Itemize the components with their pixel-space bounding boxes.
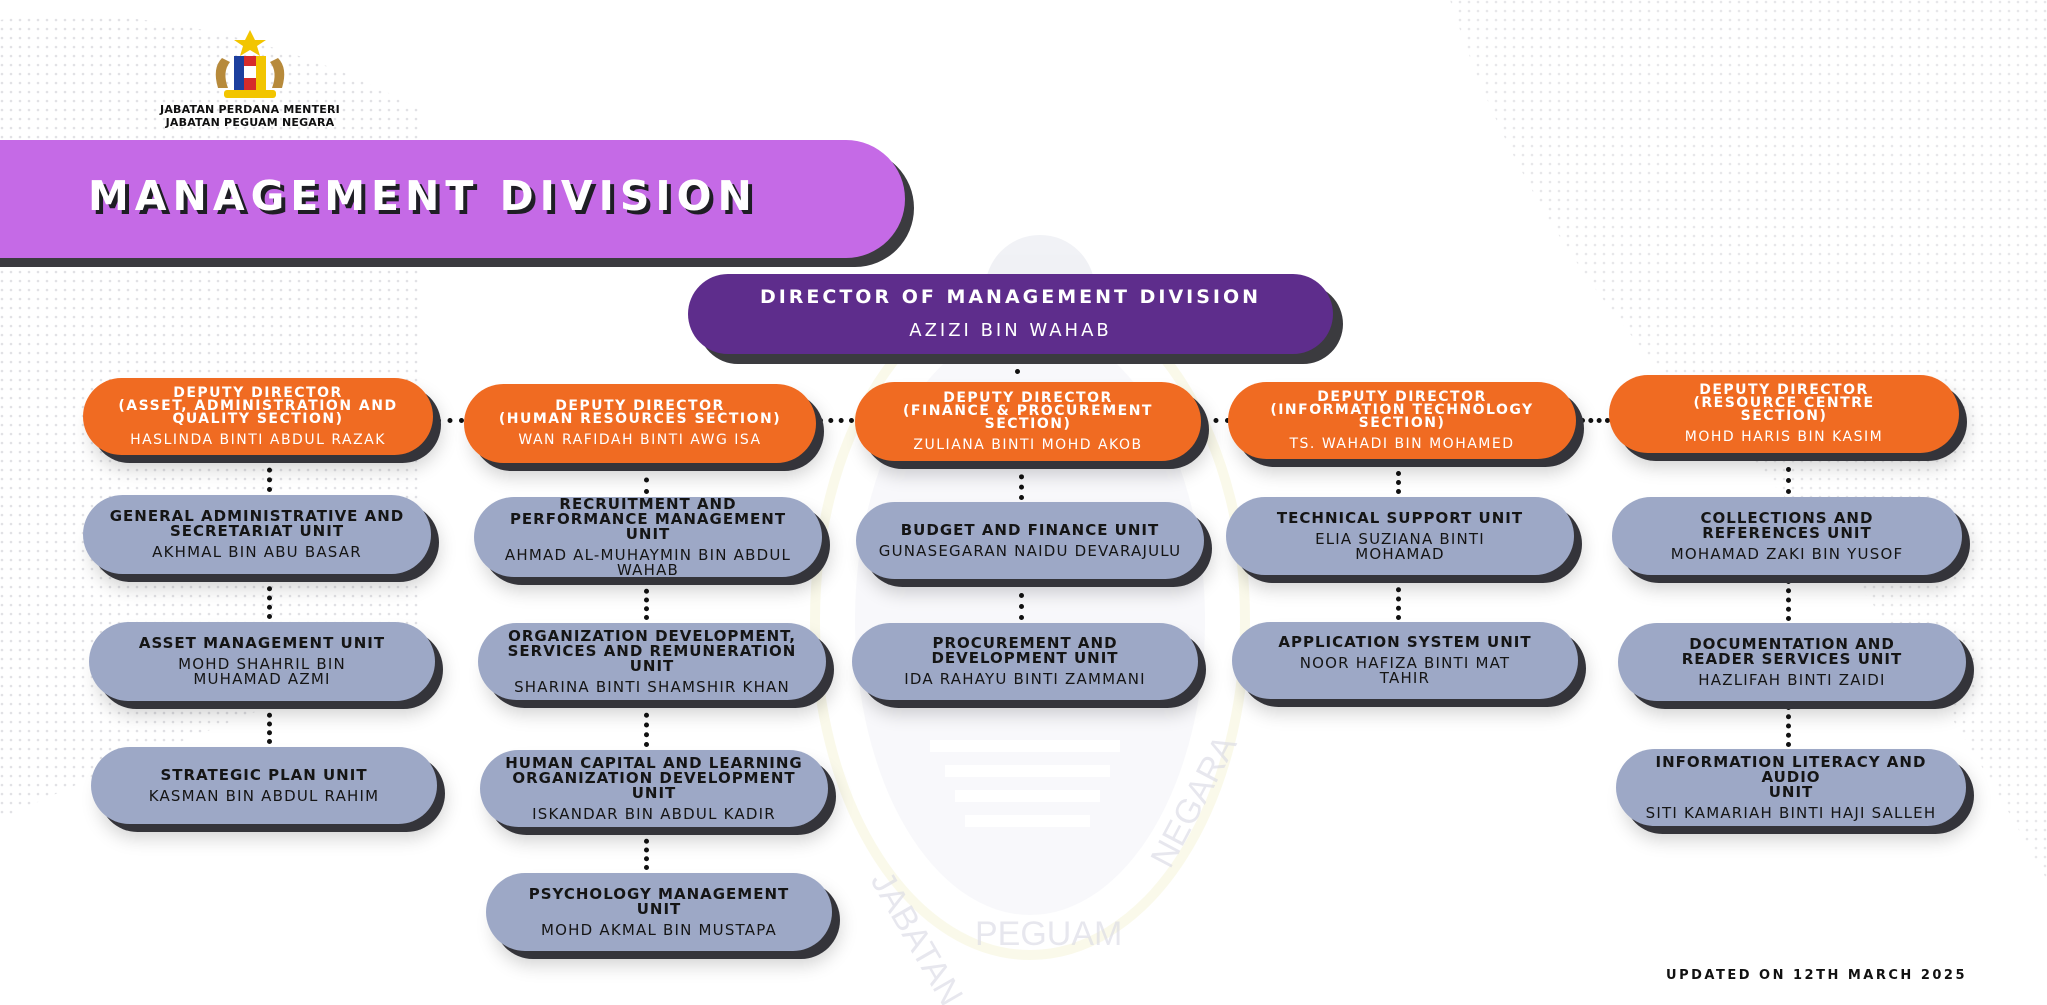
connector-col1-2 (267, 577, 272, 619)
deputy-title: DEPUTY DIRECTOR (INFORMATION TECHNOLOGY … (1270, 388, 1534, 431)
unit-asset-management: ASSET MANAGEMENT UNIT MOHD SHAHRIL BIN M… (89, 622, 435, 701)
deputy-director-human-resources: DEPUTY DIRECTOR (HUMAN RESOURCES SECTION… (464, 384, 816, 463)
director-box: DIRECTOR OF MANAGEMENT DIVISION AZIZI BI… (688, 274, 1333, 354)
deputy-name: ZULIANA BINTI MOHD AKOB (913, 436, 1143, 453)
deputy-director-information-technology: DEPUTY DIRECTOR (INFORMATION TECHNOLOGY … (1228, 382, 1576, 459)
unit-organization-development-services: ORGANIZATION DEVELOPMENT, SERVICES AND R… (478, 623, 826, 700)
connector-col2-1 (644, 466, 649, 494)
connector-col2-3 (644, 703, 649, 747)
unit-head-name: ISKANDAR BIN ABDUL KADIR (532, 804, 776, 823)
connector-col3-1 (1019, 464, 1024, 500)
unit-application-system: APPLICATION SYSTEM UNIT NOOR HAFIZA BINT… (1232, 622, 1578, 699)
unit-title: PROCUREMENT AND DEVELOPMENT UNIT (931, 634, 1119, 667)
unit-title: PSYCHOLOGY MANAGEMENT UNIT (528, 884, 790, 918)
connector-col2-2 (644, 580, 649, 620)
unit-head-name: SITI KAMARIAH BINTI HAJI SALLEH (1645, 803, 1937, 822)
updated-date: UPDATED ON 12TH MARCH 2025 (1666, 968, 1967, 983)
deputy-name: MOHD HARIS BIN KASIM (1684, 429, 1884, 445)
connector-col5-3 (1786, 705, 1791, 747)
unit-title: DOCUMENTATION AND READER SERVICES UNIT (1681, 634, 1903, 668)
connector-director (1015, 358, 1020, 374)
unit-collections-references: COLLECTIONS AND REFERENCES UNIT MOHAMAD … (1612, 497, 1962, 575)
director-name: AZIZI BIN WAHAB (909, 320, 1112, 341)
deputy-name: HASLINDA BINTI ABDUL RAZAK (130, 431, 386, 448)
coat-of-arms-logo (215, 30, 285, 98)
connector-deputy-3-4 (1202, 418, 1230, 423)
agency-name-line1: JABATAN PERDANA MENTERI (160, 103, 340, 116)
connector-deputy-2-3 (818, 418, 854, 423)
unit-head-name: KASMAN BIN ABDUL RAHIM (148, 786, 380, 805)
deputy-director-asset-admin-quality: DEPUTY DIRECTOR (ASSET, ADMINISTRATION A… (83, 378, 433, 455)
connector-col1-3 (267, 704, 272, 744)
agency-name-line2: JABATAN PEGUAM NEGARA (165, 116, 335, 129)
unit-title: TECHNICAL SUPPORT UNIT (1276, 508, 1524, 527)
connector-deputy-1-2 (436, 418, 464, 423)
connector-col1-1 (267, 458, 272, 492)
unit-documentation-reader-services: DOCUMENTATION AND READER SERVICES UNIT H… (1618, 623, 1966, 701)
unit-title: COLLECTIONS AND REFERENCES UNIT (1700, 508, 1874, 542)
deputy-title: DEPUTY DIRECTOR (RESOURCE CENTRE SECTION… (1693, 382, 1875, 424)
director-title: DIRECTOR OF MANAGEMENT DIVISION (759, 286, 1262, 308)
unit-title: RECRUITMENT AND PERFORMANCE MANAGEMENT U… (509, 494, 787, 543)
unit-human-capital-learning: HUMAN CAPITAL AND LEARNING ORGANIZATION … (480, 750, 828, 827)
unit-title: ASSET MANAGEMENT UNIT (138, 634, 386, 652)
unit-title: APPLICATION SYSTEM UNIT (1278, 633, 1532, 651)
unit-title: BUDGET AND FINANCE UNIT (900, 520, 1160, 539)
deputy-title: DEPUTY DIRECTOR (HUMAN RESOURCES SECTION… (498, 398, 782, 427)
deputy-title: DEPUTY DIRECTOR (FINANCE & PROCUREMENT S… (903, 389, 1153, 432)
unit-head-name: GUNASEGARAN NAIDU DEVARAJULU (878, 541, 1182, 560)
page-title: MANAGEMENT DIVISION (88, 172, 758, 220)
unit-head-name: AHMAD AL-MUHAYMIN BIN ABDUL WAHAB (504, 545, 792, 579)
deputy-director-finance-procurement: DEPUTY DIRECTOR (FINANCE & PROCUREMENT S… (855, 382, 1201, 461)
unit-recruitment-performance-management: RECRUITMENT AND PERFORMANCE MANAGEMENT U… (474, 494, 822, 579)
unit-information-literacy-audio: INFORMATION LITERACY AND AUDIO UNIT SITI… (1616, 749, 1966, 826)
unit-technical-support: TECHNICAL SUPPORT UNIT ELIA SUZIANA BINT… (1226, 497, 1574, 575)
deputy-name: TS. WAHADI BIN MOHAMED (1289, 435, 1515, 452)
unit-title: GENERAL ADMINISTRATIVE AND SECRETARIAT U… (109, 507, 405, 540)
unit-title: STRATEGIC PLAN UNIT (160, 765, 368, 784)
deputy-title: DEPUTY DIRECTOR (ASSET, ADMINISTRATION A… (118, 384, 398, 427)
unit-head-name: ELIA SUZIANA BINTI MOHAMAD (1315, 529, 1485, 563)
unit-general-administrative-secretariat: GENERAL ADMINISTRATIVE AND SECRETARIAT U… (83, 495, 431, 574)
title-banner (0, 140, 905, 258)
unit-procurement-development: PROCUREMENT AND DEVELOPMENT UNIT IDA RAH… (852, 623, 1198, 700)
connector-col3-2 (1019, 582, 1024, 620)
connector-col5-1 (1786, 456, 1791, 494)
connector-col5-2 (1786, 579, 1791, 621)
connector-col4-1 (1396, 462, 1401, 494)
deputy-director-resource-centre: DEPUTY DIRECTOR (RESOURCE CENTRE SECTION… (1609, 375, 1959, 453)
connector-col4-2 (1396, 578, 1401, 620)
unit-budget-finance: BUDGET AND FINANCE UNIT GUNASEGARAN NAID… (856, 502, 1204, 579)
connector-deputy-4-5 (1580, 418, 1610, 423)
unit-head-name: MOHD AKMAL BIN MUSTAPA (541, 920, 777, 939)
unit-head-name: MOHAMAD ZAKI BIN YUSOF (1670, 544, 1904, 563)
unit-head-name: HAZLIFAH BINTI ZAIDI (1698, 670, 1886, 689)
unit-psychology-management: PSYCHOLOGY MANAGEMENT UNIT MOHD AKMAL BI… (486, 873, 832, 951)
unit-title: HUMAN CAPITAL AND LEARNING ORGANIZATION … (505, 753, 803, 802)
unit-head-name: MOHD SHAHRIL BIN MUHAMAD AZMI (178, 655, 346, 688)
unit-head-name: IDA RAHAYU BINTI ZAMMANI (904, 670, 1146, 688)
unit-title: INFORMATION LITERACY AND AUDIO UNIT (1655, 752, 1927, 801)
watermark-seal (810, 235, 1250, 960)
deputy-name: WAN RAFIDAH BINTI AWG ISA (518, 432, 762, 448)
unit-head-name: SHARINA BINTI SHAMSHIR KHAN (514, 677, 790, 696)
watermark-text-bottom: PEGUAM (975, 915, 1122, 953)
unit-head-name: AKHMAL BIN ABU BASAR (152, 543, 362, 561)
unit-strategic-plan: STRATEGIC PLAN UNIT KASMAN BIN ABDUL RAH… (91, 747, 437, 824)
unit-head-name: NOOR HAFIZA BINTI MAT TAHIR (1299, 654, 1511, 687)
unit-title: ORGANIZATION DEVELOPMENT, SERVICES AND R… (507, 626, 797, 675)
connector-col2-4 (644, 830, 649, 870)
